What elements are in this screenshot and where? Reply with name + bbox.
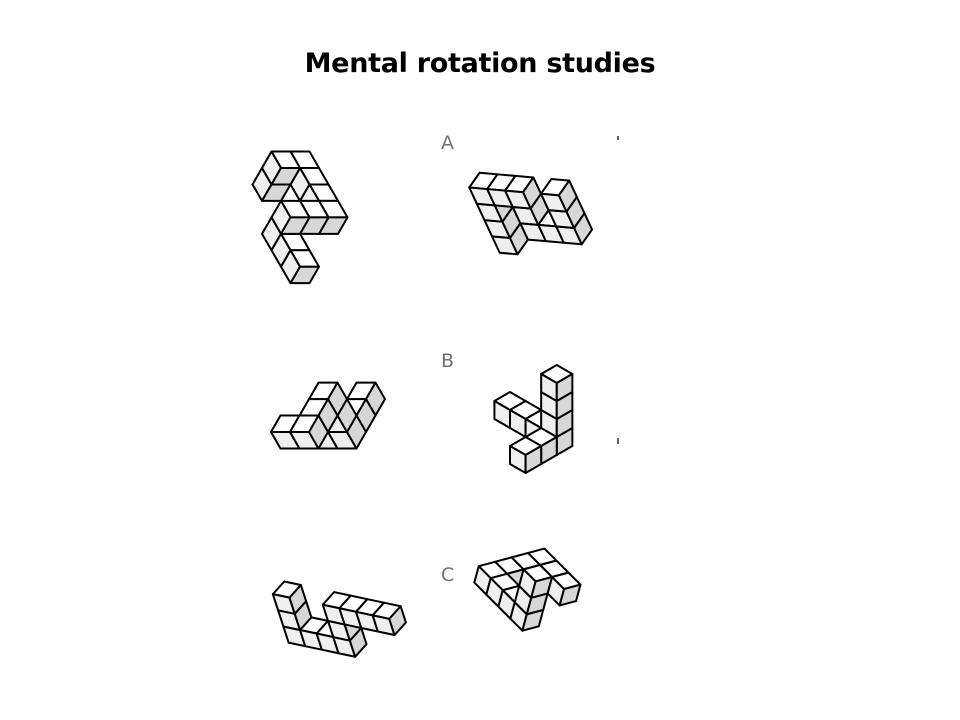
cube-face [522, 176, 542, 210]
panel-label-b: B [441, 350, 455, 372]
cube-face [289, 265, 321, 285]
figure-b-left [269, 381, 387, 450]
cube-face [288, 584, 308, 615]
panel-label-a: A [441, 132, 454, 154]
cube-face [530, 576, 554, 599]
cube-face [524, 445, 543, 474]
panel-label-c: C [441, 564, 455, 586]
cube-face [557, 179, 578, 213]
figure-c-left [271, 580, 407, 658]
slide-title: Mental rotation studies [304, 48, 656, 79]
figure-a-left [251, 150, 349, 285]
figure-c-right [473, 547, 582, 632]
cube-face [270, 166, 301, 186]
figure-b-right [493, 364, 574, 474]
cube-face [558, 583, 582, 607]
figure-a-right [468, 171, 594, 256]
cube-face [308, 414, 330, 450]
cube-face [388, 605, 407, 637]
cube-face [280, 216, 311, 235]
cube-face [555, 373, 574, 402]
